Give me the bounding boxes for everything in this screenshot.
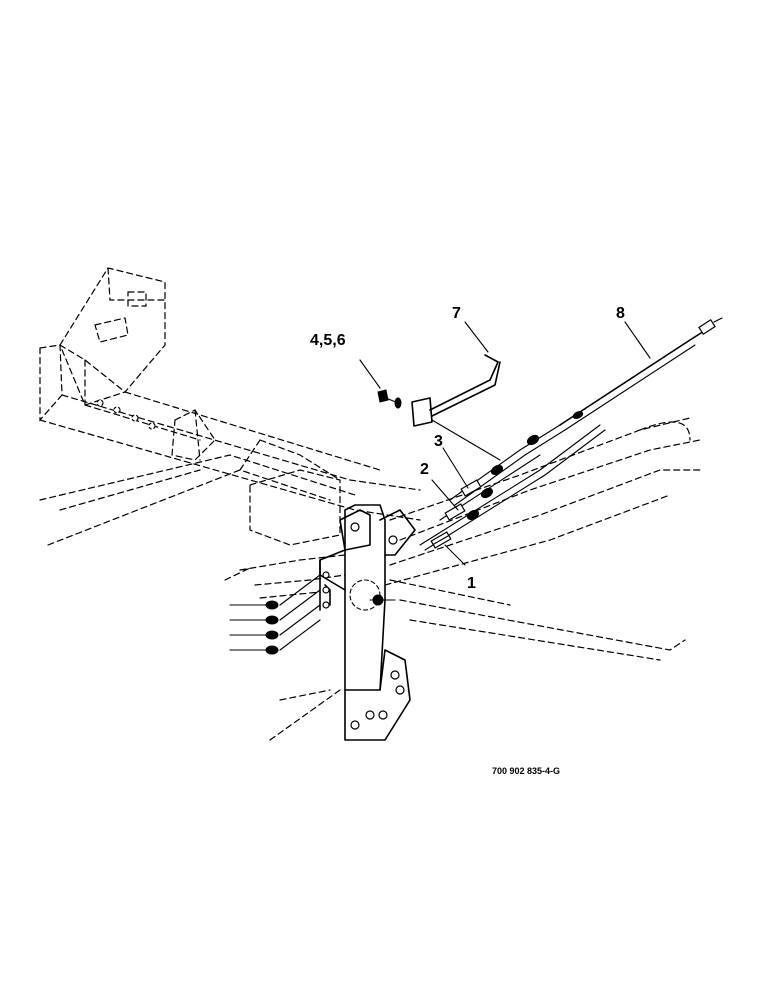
callout-1: 1 bbox=[467, 575, 476, 592]
callout-8: 8 bbox=[616, 305, 625, 322]
hose-coupler-1 bbox=[430, 531, 452, 549]
callout-2: 2 bbox=[420, 461, 429, 478]
hydraulic-hoses bbox=[419, 411, 606, 551]
cable-harness-8 bbox=[559, 317, 723, 431]
tongue-post-assembly bbox=[319, 504, 416, 741]
hose-coupler-2 bbox=[444, 503, 466, 521]
hose-coupler-3 bbox=[460, 479, 482, 497]
left-hose-couplers bbox=[229, 574, 321, 655]
bolt-washer-nut bbox=[377, 389, 501, 461]
callout-3: 3 bbox=[434, 433, 443, 450]
callout-4-5-6: 4,5,6 bbox=[310, 332, 346, 349]
header-frame-dashed bbox=[39, 267, 701, 741]
leader-lines bbox=[359, 321, 651, 566]
drawing-part-number: 700 902 835-4-G bbox=[492, 766, 560, 776]
callout-7: 7 bbox=[452, 305, 461, 322]
support-bracket-7 bbox=[411, 354, 501, 427]
